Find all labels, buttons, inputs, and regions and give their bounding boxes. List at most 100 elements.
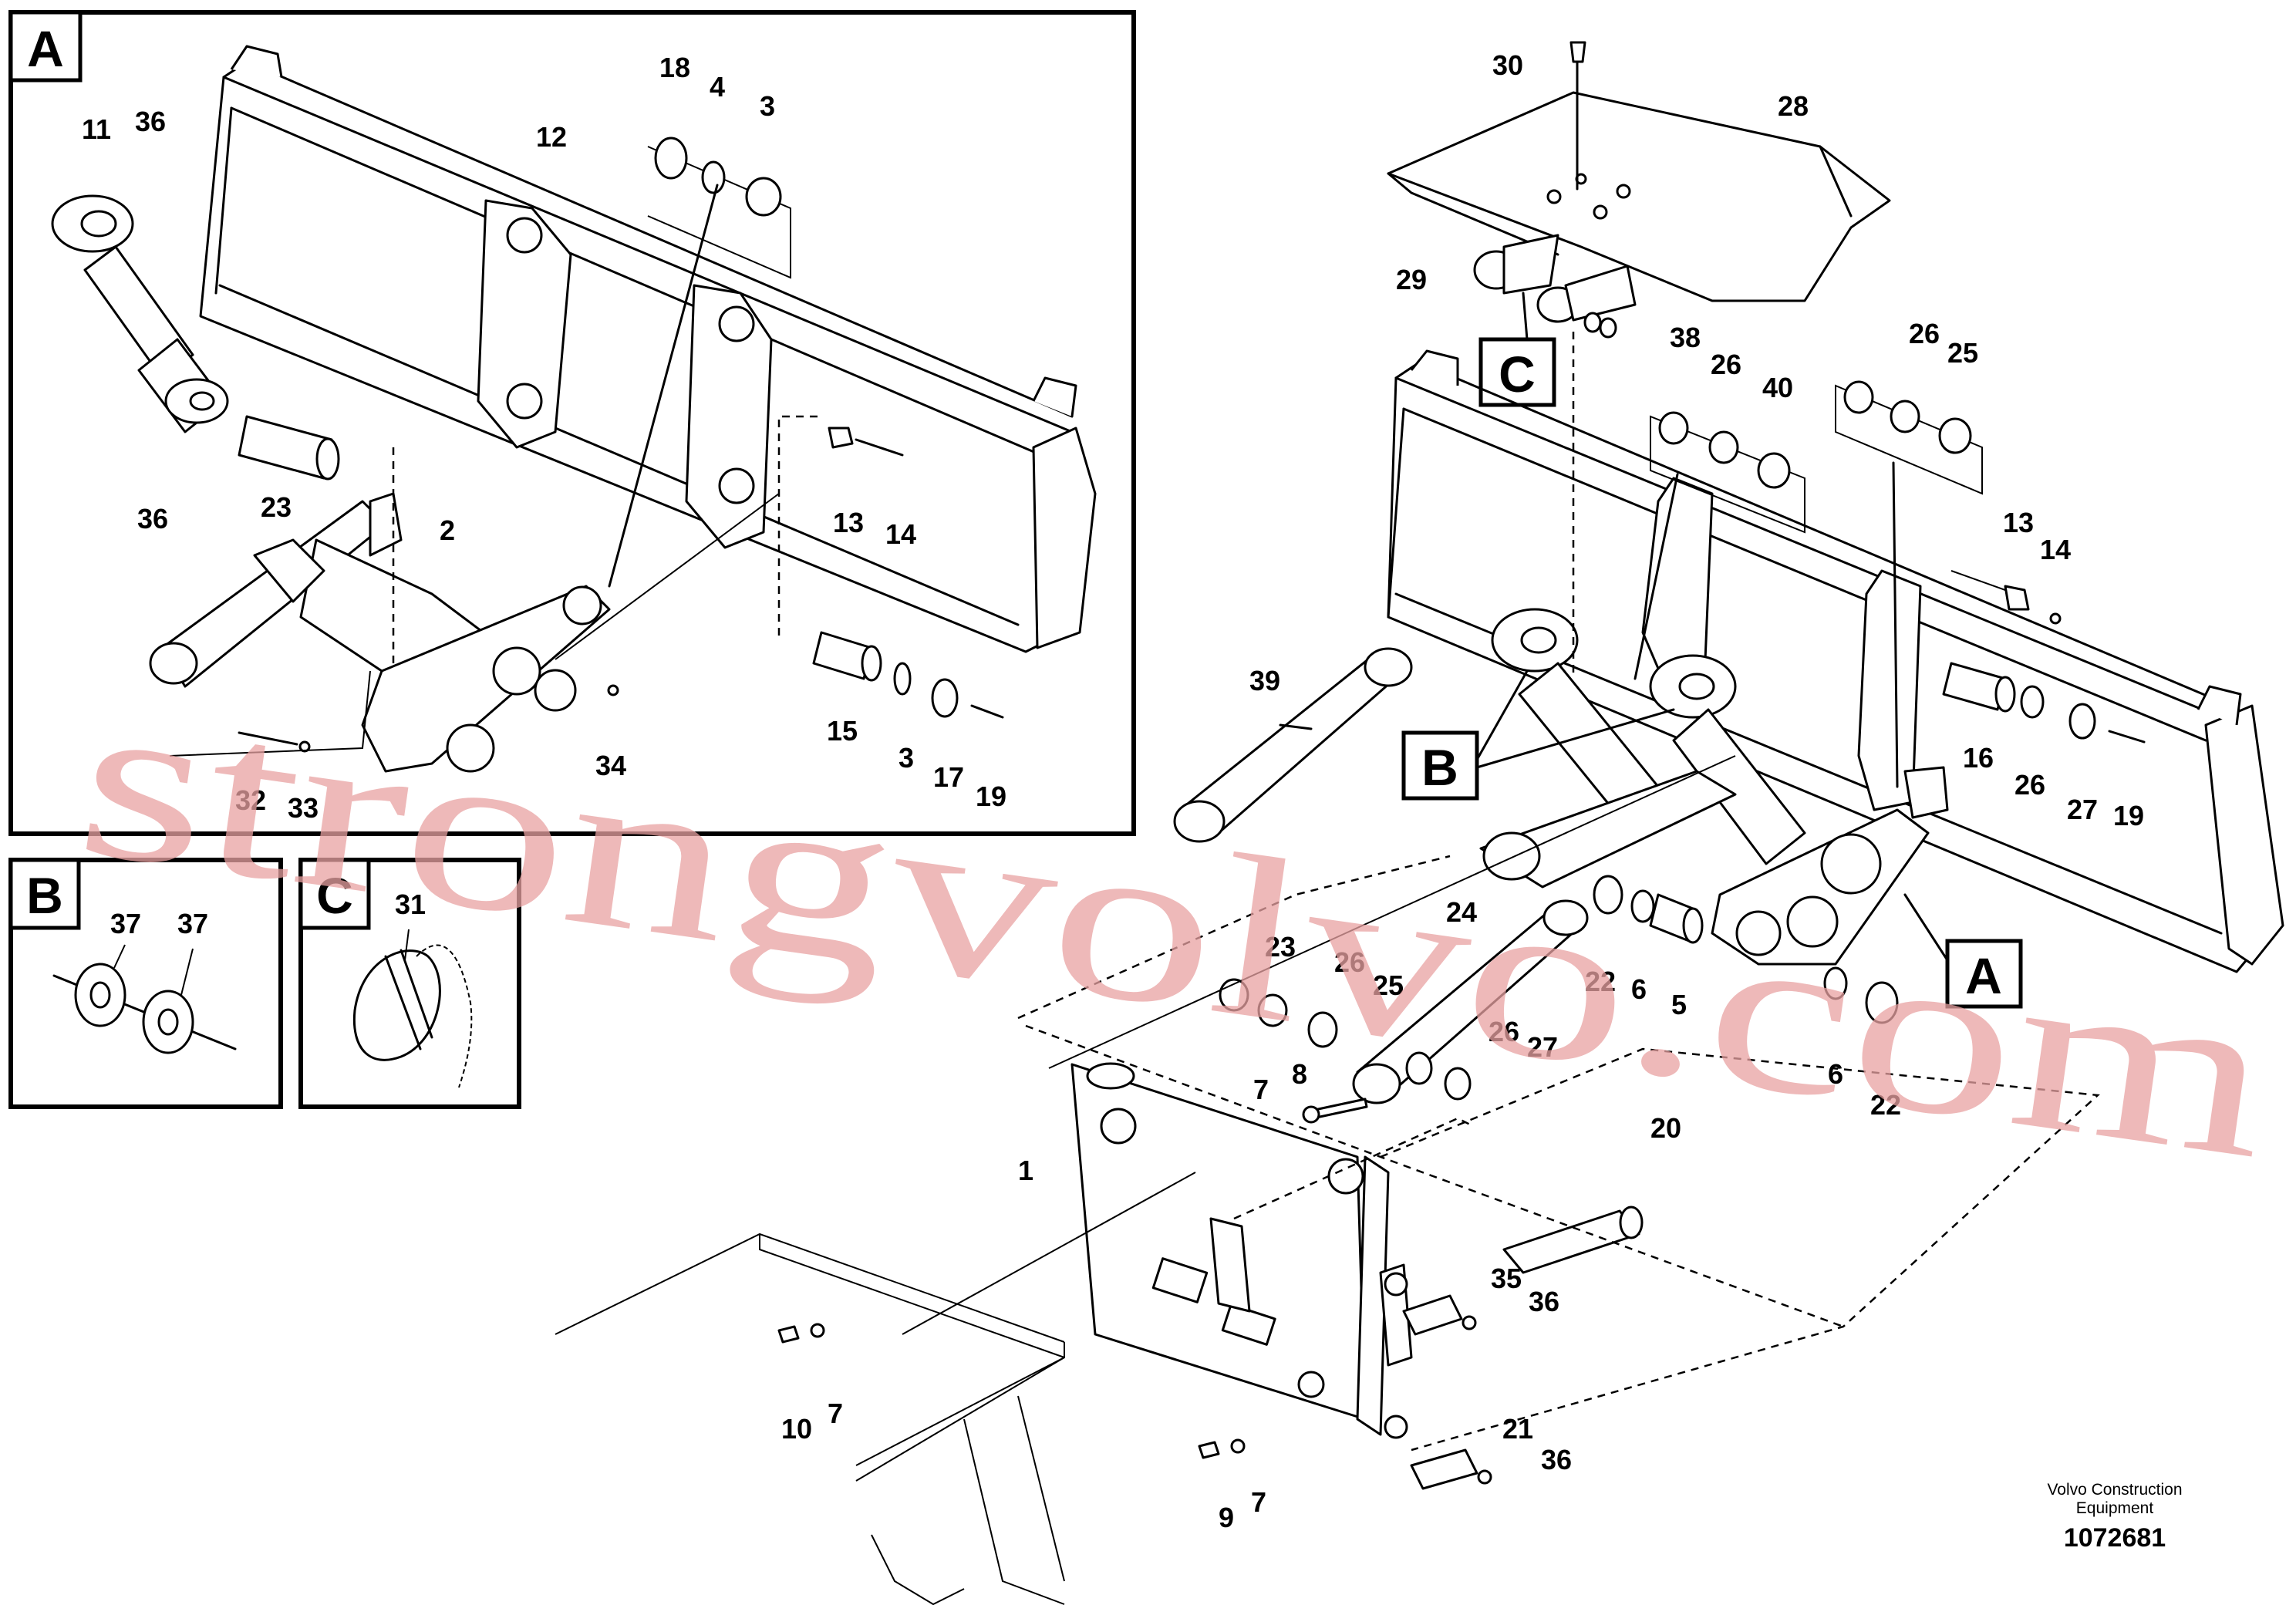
pin-23 [238,415,340,481]
callout-m-3: 38 [1670,322,1701,353]
callout-m-24: 7 [1253,1074,1269,1105]
credit-line-2: Equipment [2076,1499,2154,1517]
washer-37b [142,990,194,1054]
panel-b: B 37 37 [8,858,283,1109]
callout-m-1: 28 [1778,90,1809,122]
callout-m-28: 22 [1870,1089,1901,1121]
cylinders-b [1491,608,1806,865]
callout-b-0: 37 [110,908,141,939]
panel-b-tag [8,858,81,930]
washer-37a [74,963,126,1027]
credit-block: Volvo Construction Equipment 1072681 [2047,1481,2182,1553]
panel-b-frame [8,858,283,1109]
callout-m-21: 5 [1671,989,1687,1020]
callout-m-20: 6 [1631,973,1647,1005]
pin-21 [1410,1448,1492,1490]
callout-m-31: 36 [1529,1286,1559,1317]
ref-tag-a [1945,939,2023,1009]
panel-a: A [8,10,1136,836]
bushing-group-18-4-3 [608,137,791,588]
pin-group-16 [1942,662,2146,744]
bushing-group-26-25 [1835,380,1983,788]
pin-15-group [812,427,1004,719]
callout-m-27: 20 [1650,1112,1681,1144]
panel-a-tag [8,10,83,83]
bushing-group-26-40 [1633,411,1805,680]
callout-a-4: 4 [710,71,725,103]
callout-m-12: 26 [2014,769,2045,801]
callout-m-36: 9 [1219,1502,1234,1533]
cylinder-11 [51,194,229,433]
document-number: 1072681 [2064,1523,2166,1553]
bolt-14 [2049,612,2062,625]
callout-m-11: 16 [1963,742,1994,774]
panel-c-tag [298,858,371,930]
ref-tag-b-label: B [1421,739,1458,796]
callout-m-14: 19 [2113,800,2144,831]
callout-m-34: 21 [1502,1413,1533,1445]
callout-a-17: 33 [288,792,319,824]
callout-m-2: 29 [1396,264,1427,295]
callout-m-29: 6 [1828,1058,1843,1090]
callout-m-10: 39 [1249,665,1280,696]
callout-a-9: 13 [833,507,864,538]
callout-c-0: 31 [395,889,426,920]
callout-a-10: 14 [885,518,916,550]
callout-m-13: 27 [2067,794,2098,825]
callout-a-3: 18 [659,52,690,83]
callout-a-8: 2 [440,514,455,546]
callout-a-15: 34 [595,750,626,781]
callout-m-19: 22 [1585,966,1616,997]
callout-m-9: 14 [2040,534,2071,565]
callout-a-12: 3 [899,742,914,774]
callout-a-16: 32 [235,784,266,816]
bolt-10 [777,1323,825,1344]
callout-m-23: 27 [1527,1031,1558,1063]
callout-a-11: 15 [827,715,858,747]
link-24 [1352,899,1589,1104]
guard-28 [1387,41,1891,302]
ref-tag-a-label: A [1965,947,2002,1004]
callout-m-30: 35 [1491,1263,1522,1294]
callout-a-7: 23 [261,491,292,523]
main-view: C B [555,41,2284,1606]
panel-c-label: C [316,867,353,924]
callout-m-0: 30 [1492,49,1523,81]
bushing-group-23-26-25 [1219,978,1472,1124]
callout-a-13: 17 [933,761,964,793]
credit-line-1: Volvo Construction [2047,1481,2182,1499]
callout-b-1: 37 [177,908,208,939]
panel-a-frame [8,10,1136,836]
callout-m-33: 7 [828,1398,843,1429]
panel-b-label: B [26,867,63,924]
frame-bracket-2 [149,492,611,773]
callout-m-22: 26 [1489,1016,1519,1047]
bolt-9 [1198,1438,1246,1459]
callout-m-8: 13 [2003,507,2034,538]
callout-a-14: 19 [976,781,1006,812]
ref-tag-b [1401,730,1479,801]
callout-a-0: 11 [82,113,111,145]
bushing-group-22-6-5 [1593,875,1899,1024]
frame-bracket-main [1479,766,1949,966]
pin-20 [1502,1206,1644,1274]
panel-c-frame [298,858,521,1109]
clip-13 [2004,585,2030,611]
callout-m-32: 10 [781,1413,812,1445]
callout-m-6: 26 [1909,318,1940,349]
hinge-29 [1473,234,1637,339]
callout-a-6: 36 [137,503,168,534]
callout-m-25: 8 [1292,1058,1307,1090]
callout-m-5: 40 [1762,372,1793,403]
callout-a-2: 12 [536,121,567,153]
panel-a-label: A [27,20,64,77]
callout-m-15: 24 [1446,896,1477,928]
callout-m-35: 36 [1541,1444,1572,1475]
blade-a [199,45,1097,653]
mounting-plate-1 [1070,1062,1413,1439]
callout-a-1: 36 [135,106,166,137]
pin-31 [352,949,441,1061]
callout-m-16: 23 [1265,931,1296,963]
callout-a-5: 3 [760,90,775,122]
